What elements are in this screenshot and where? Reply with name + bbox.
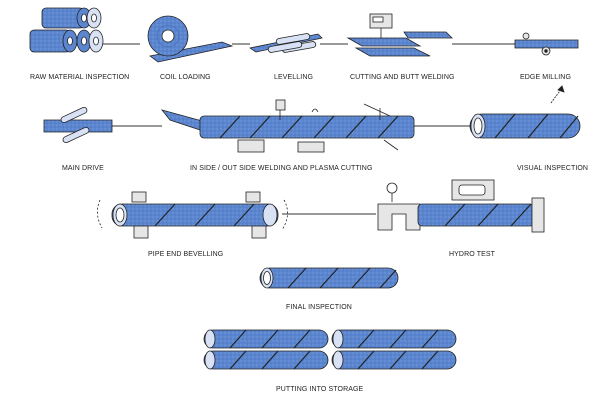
label-putting-into-storage: PUTTING INTO STORAGE [276, 386, 364, 393]
main-drive-illustration [43, 106, 113, 144]
edge-milling-illustration [514, 32, 579, 104]
label-cutting-butt-welding: CUTTING AND BUTT WELDING [350, 74, 455, 81]
label-final-inspection: FINAL INSPECTION [286, 304, 352, 311]
label-hydro-test: HYDRO TEST [449, 251, 495, 258]
final-inspection-illustration [259, 267, 399, 289]
label-raw-material-inspection: RAW MATERIAL INSPECTION [30, 74, 130, 81]
visual-inspection-illustration [469, 113, 581, 139]
label-edge-milling: EDGE MILLING [520, 74, 571, 81]
label-visual-inspection: VISUAL INSPECTION [517, 165, 589, 172]
label-pipe-end-bevelling: PIPE END BEVELLING [148, 251, 224, 258]
hydro-test-illustration [377, 179, 545, 233]
label-levelling: LEVELLING [274, 74, 314, 81]
pipe-end-bevelling-illustration [97, 191, 288, 239]
label-welding-plasma-cutting: IN SIDE / OUT SIDE WELDING AND PLASMA CU… [190, 165, 373, 172]
cutting-butt-welding-illustration [346, 13, 453, 57]
label-coil-loading: COIL LOADING [160, 74, 211, 81]
raw-material-coils-illustration [29, 7, 104, 53]
welding-plasma-illustration [160, 99, 415, 153]
coil-loading-illustration [147, 15, 234, 63]
label-main-drive: MAIN DRIVE [62, 165, 104, 172]
levelling-illustration [248, 33, 323, 53]
storage-pipes-illustration [203, 329, 457, 370]
